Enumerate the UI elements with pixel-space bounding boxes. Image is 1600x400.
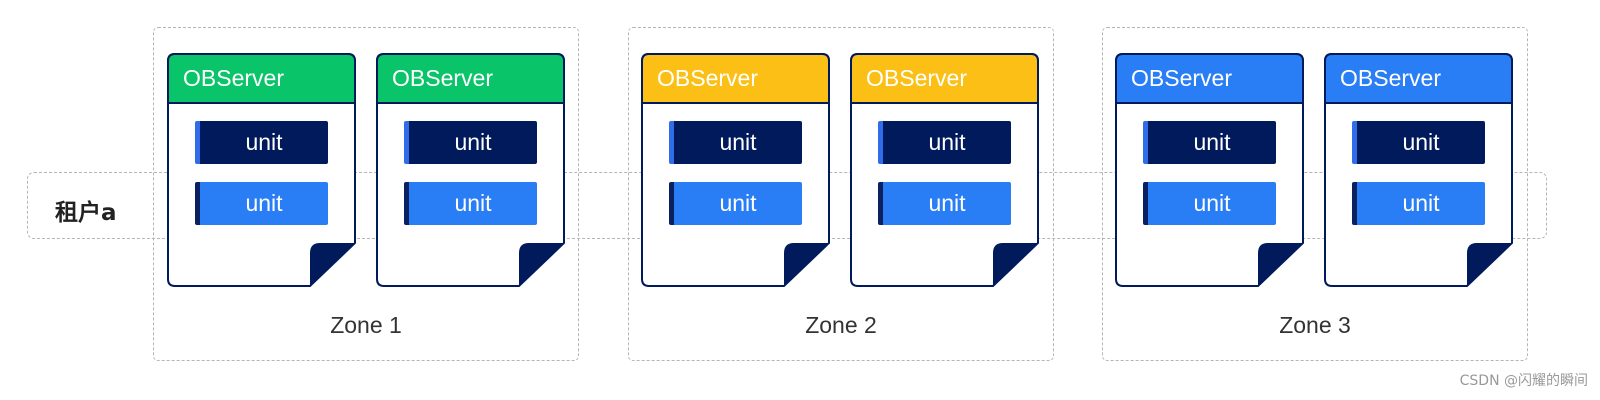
server-card-shape (850, 53, 1039, 287)
tenant-unit-block: unit (878, 182, 1011, 225)
unit-block: unit (1352, 121, 1485, 164)
tenant-unit-block: unit (404, 182, 537, 225)
server-card: OBServer unit unit (1115, 53, 1305, 288)
server-title: OBServer (183, 65, 284, 91)
server-card: OBServer unit unit (167, 53, 357, 288)
server-card-shape (376, 53, 565, 287)
unit-block: unit (1143, 121, 1276, 164)
zone-1-label: Zone 1 (330, 312, 402, 338)
folded-corner-icon (784, 243, 829, 286)
zone-2-label: Zone 2 (805, 312, 877, 338)
server-title: OBServer (866, 65, 967, 91)
tenant-unit-block: unit (1143, 182, 1276, 225)
server-header (850, 53, 1039, 104)
tenant-unit-block: unit (195, 182, 328, 225)
server-header (641, 53, 830, 104)
watermark-text: CSDN @闪耀的瞬间 (1459, 373, 1588, 389)
server-header (376, 53, 565, 104)
server-card: OBServer unit unit (376, 53, 566, 288)
tenant-label: 租户a (55, 200, 117, 226)
server-card: OBServer unit unit (641, 53, 831, 288)
server-header (167, 53, 356, 104)
server-header (1324, 53, 1513, 104)
server-title: OBServer (392, 65, 493, 91)
folded-corner-icon (993, 243, 1038, 286)
server-card-shape (1115, 53, 1304, 287)
server-card: OBServer unit unit (1324, 53, 1514, 288)
server-header (1115, 53, 1304, 104)
unit-block: unit (878, 121, 1011, 164)
unit-block: unit (404, 121, 537, 164)
tenant-unit-block: unit (1352, 182, 1485, 225)
server-card: OBServer unit unit (850, 53, 1040, 288)
zone-2-container (628, 27, 1054, 361)
folded-corner-icon (310, 243, 355, 286)
zone-3-container (1102, 27, 1528, 361)
server-title: OBServer (1340, 65, 1441, 91)
folded-corner-icon (519, 243, 564, 286)
server-card-shape (641, 53, 830, 287)
tenant-unit-block: unit (669, 182, 802, 225)
server-card-shape (1324, 53, 1513, 287)
server-title: OBServer (1131, 65, 1232, 91)
zone-1-container (153, 27, 579, 361)
unit-block: unit (669, 121, 802, 164)
unit-block: unit (195, 121, 328, 164)
server-title: OBServer (657, 65, 758, 91)
server-card-shape (167, 53, 356, 287)
folded-corner-icon (1467, 243, 1512, 286)
folded-corner-icon (1258, 243, 1303, 286)
zone-3-label: Zone 3 (1279, 312, 1351, 338)
